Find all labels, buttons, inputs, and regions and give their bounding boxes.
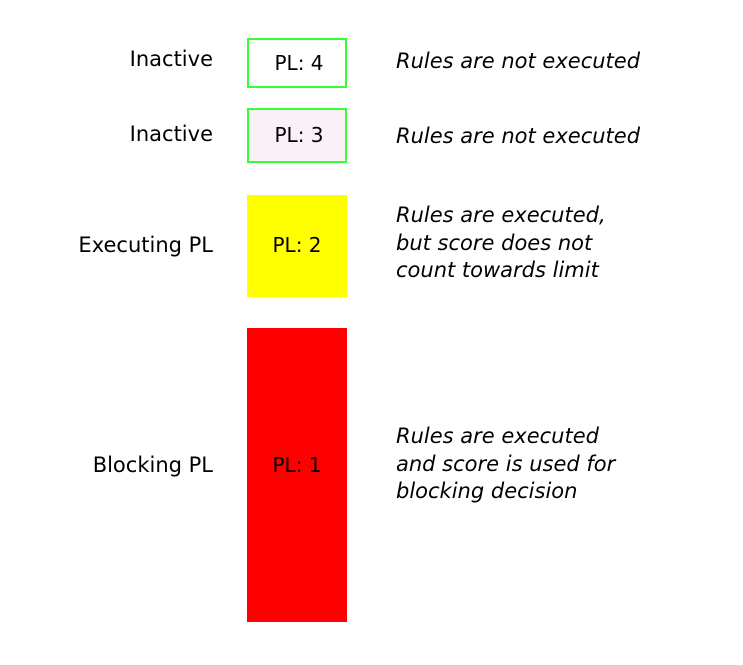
level-box-pl2[interactable]: PL: 2 bbox=[247, 195, 347, 297]
description-pl3: Rules are not executed bbox=[396, 123, 726, 151]
level-box-label-pl4: PL: 4 bbox=[274, 51, 324, 75]
level-box-label-pl2: PL: 2 bbox=[272, 233, 322, 257]
status-label-pl4: Inactive bbox=[129, 47, 213, 71]
level-box-label-pl1: PL: 1 bbox=[272, 453, 322, 477]
description-line: count towards limit bbox=[396, 258, 599, 283]
description-pl2: Rules are executed, but score does not c… bbox=[396, 202, 726, 285]
status-label-pl1: Blocking PL bbox=[92, 453, 213, 477]
level-box-pl1[interactable]: PL: 1 bbox=[247, 328, 347, 622]
status-label-pl3: Inactive bbox=[129, 122, 213, 146]
description-line: but score does not bbox=[396, 230, 593, 255]
status-label-pl2: Executing PL bbox=[78, 233, 213, 257]
level-box-label-pl3: PL: 3 bbox=[274, 123, 324, 147]
level-box-pl4[interactable]: PL: 4 bbox=[247, 38, 347, 88]
description-line: blocking decision bbox=[396, 479, 578, 504]
description-line: Rules are executed, bbox=[396, 203, 606, 227]
description-line: Rules are not executed bbox=[396, 49, 641, 73]
level-box-pl3[interactable]: PL: 3 bbox=[247, 108, 347, 163]
description-pl4: Rules are not executed bbox=[396, 48, 726, 76]
description-pl1: Rules are executed and score is used for… bbox=[396, 423, 726, 506]
description-line: and score is used for bbox=[396, 451, 616, 476]
description-line: Rules are executed bbox=[396, 424, 599, 448]
description-line: Rules are not executed bbox=[396, 124, 641, 148]
